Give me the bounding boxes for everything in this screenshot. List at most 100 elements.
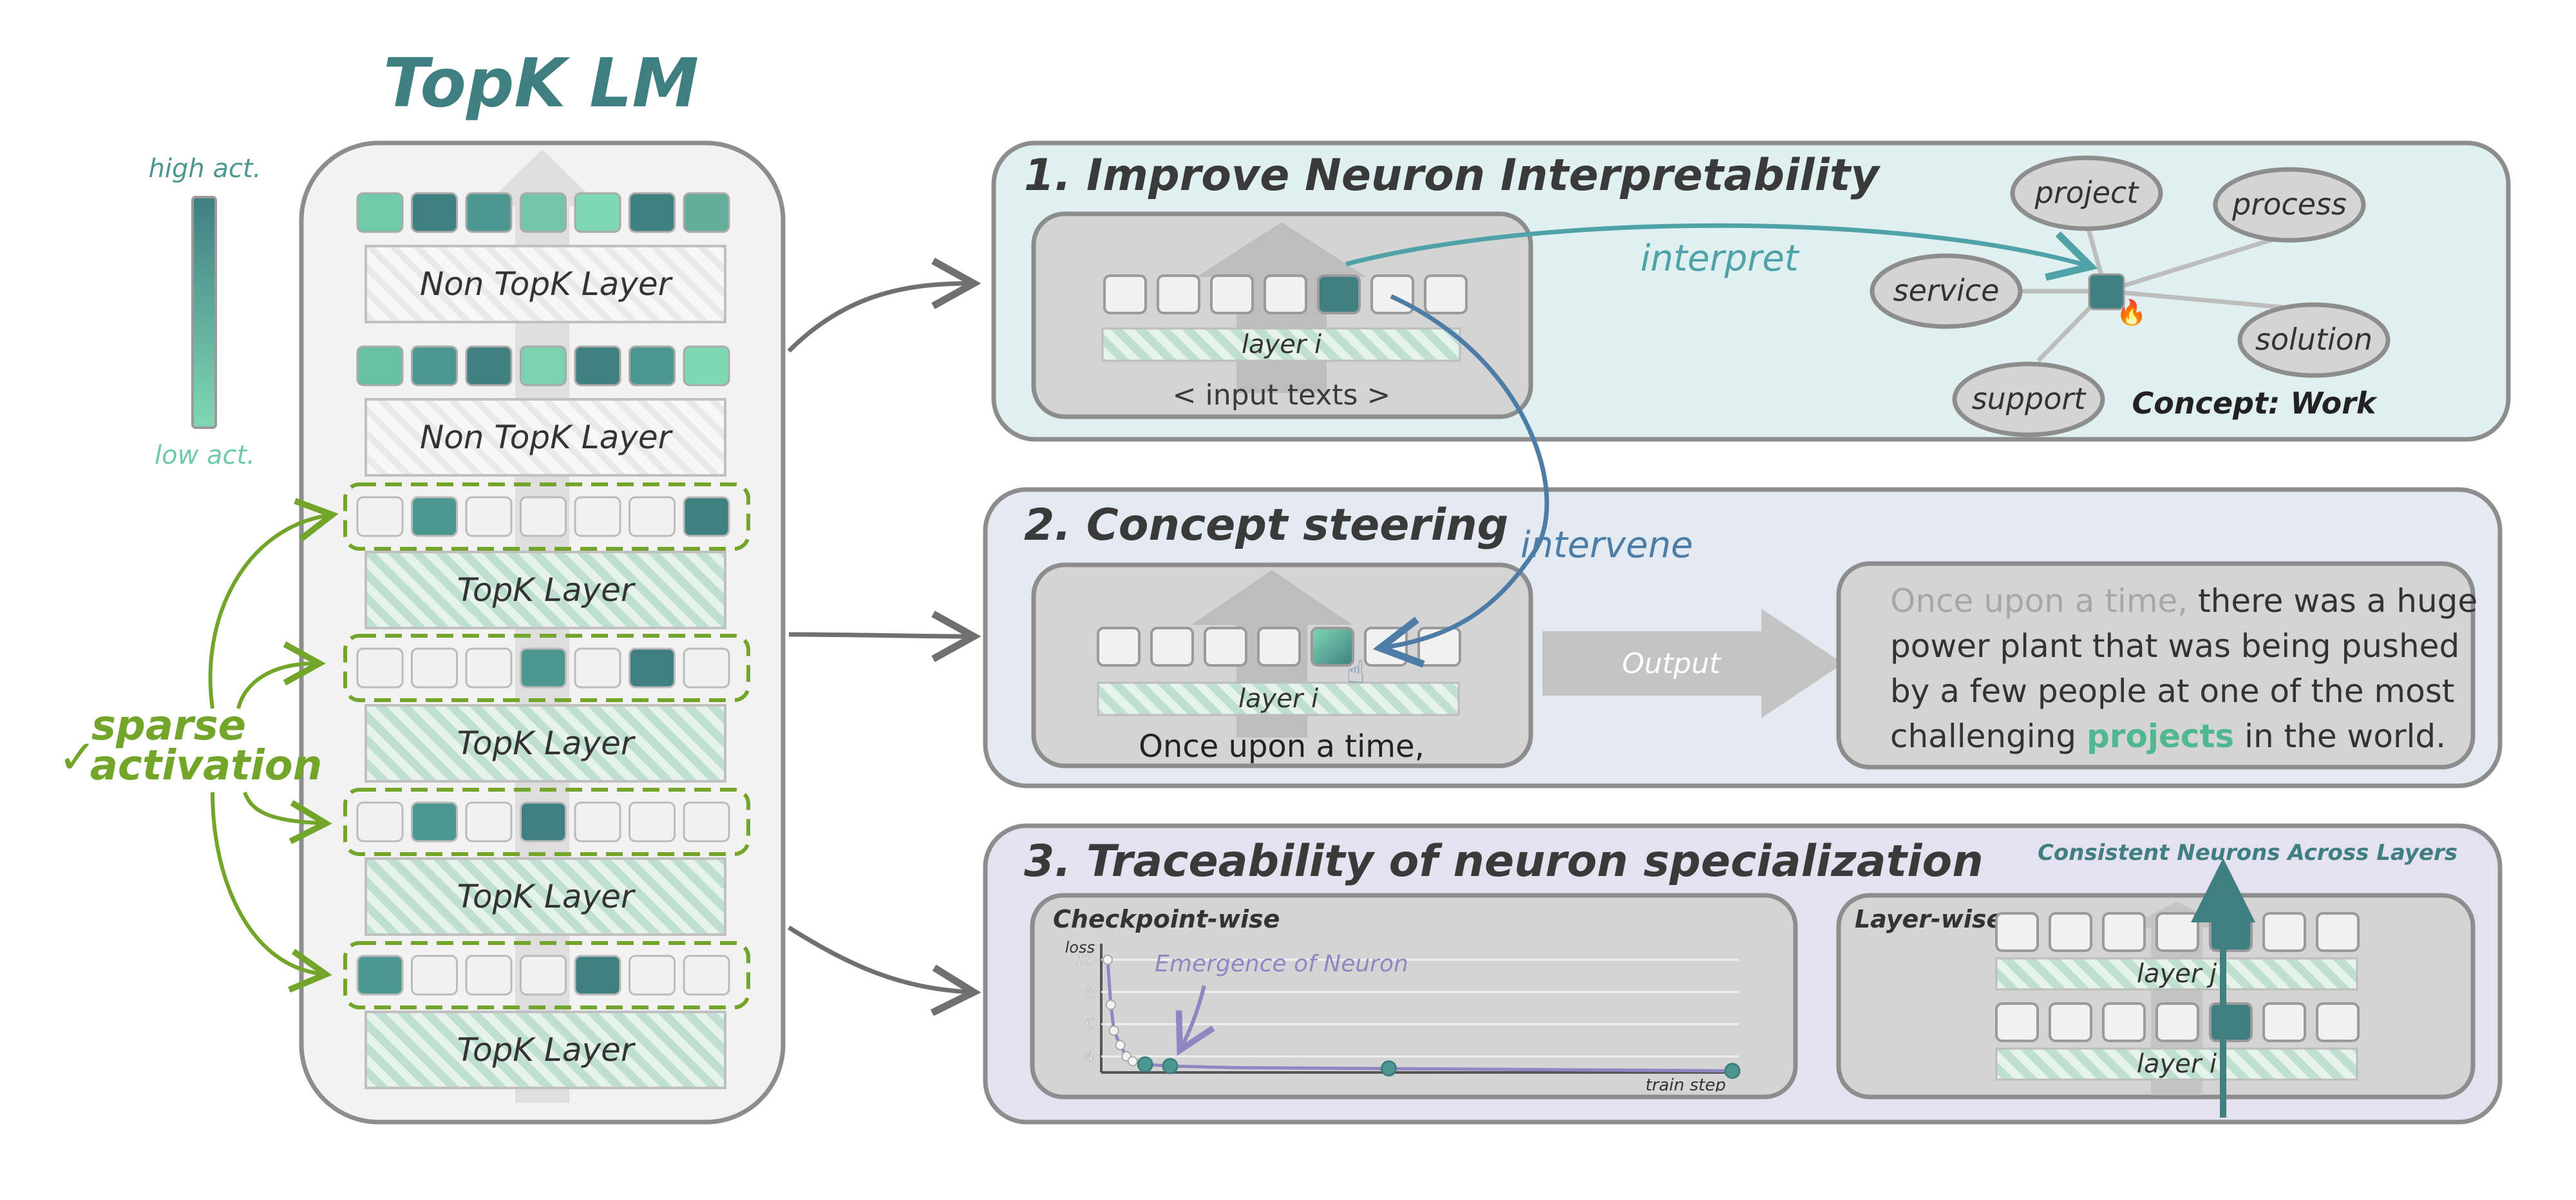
- y-tick-label: 8: [1085, 983, 1095, 1001]
- active-neuron: [520, 801, 567, 843]
- activation-label: activation: [90, 742, 323, 790]
- inactive-neuron: [2049, 912, 2092, 952]
- inactive-neuron: [1204, 627, 1247, 667]
- dense-neuron: [683, 192, 730, 233]
- active-neuron: [683, 496, 730, 537]
- inactive-neuron: [629, 801, 676, 843]
- layerwise-title: Layer-wise: [1855, 905, 2003, 933]
- sparse-row-highlight: [343, 634, 750, 702]
- svg-text:process: process: [2231, 187, 2347, 222]
- layer-label: TopK Layer: [457, 878, 636, 915]
- layerwise-neuron-row-bottom: [1995, 1002, 2360, 1042]
- active-neuron: [2209, 912, 2253, 952]
- active-neuron: [411, 496, 458, 537]
- layerwise-neuron-row-top: [1995, 912, 2360, 952]
- inactive-neuron: [2155, 912, 2199, 952]
- loss-x-label: train step: [1645, 1076, 1726, 1095]
- inactive-neuron: [411, 647, 458, 689]
- checkpoint-title: Checkpoint-wise: [1053, 905, 1280, 933]
- sparse-arrow-3: [243, 791, 332, 844]
- y-tick-label: 4: [1085, 1047, 1095, 1065]
- output-highlight-word: projects: [2087, 718, 2234, 755]
- output-arrow: [1542, 609, 1843, 718]
- output-line4-pre: challenging: [1890, 718, 2087, 755]
- svg-text:project: project: [2034, 175, 2140, 210]
- svg-text:service: service: [1893, 273, 2000, 308]
- concept-neuron: [2088, 273, 2125, 310]
- layer-j-label: layer j: [2137, 959, 2217, 989]
- inactive-neuron: [1264, 274, 1307, 314]
- y-tick-label: 10: [1075, 951, 1095, 969]
- inactive-neuron: [1257, 627, 1301, 667]
- y-tick-label: 6: [1085, 1015, 1095, 1033]
- neuron-emergence-point: [1137, 1056, 1153, 1072]
- intervene-label: intervene: [1520, 524, 1693, 566]
- legend-gradient-bar: [191, 196, 217, 429]
- svg-text:Once upon a time, there was a: Once upon a time, there was a huge: [1890, 582, 2477, 620]
- inactive-neuron: [2102, 912, 2146, 952]
- panel1-layer-label: layer i: [1242, 330, 1321, 359]
- active-neuron: [2209, 1002, 2253, 1042]
- dense-neuron: [520, 192, 567, 233]
- interpret-label: interpret: [1640, 238, 1800, 280]
- connector-to-panel2: [788, 611, 981, 662]
- loss-y-ticks: 4 6 8 10: [1075, 951, 1095, 1066]
- inactive-neuron: [2049, 1002, 2092, 1042]
- topk-layer: [365, 1011, 726, 1089]
- panel1-neuron-row: [1103, 274, 1468, 314]
- sparse-arrow-4: [211, 792, 332, 993]
- inactive-neuron: [2316, 912, 2360, 952]
- inactive-neuron: [465, 955, 513, 996]
- concept-label: Concept: Work: [2132, 386, 2377, 421]
- panel2-title: 2. Concept steering: [1024, 500, 1508, 551]
- output-text: Once upon a time, there was a huge power…: [1890, 582, 2477, 755]
- active-neuron: [1311, 627, 1354, 667]
- panel1-title: 1. Improve Neuron Interpretability: [1024, 150, 1881, 201]
- loss-point: [1127, 1056, 1138, 1067]
- inactive-neuron: [1157, 274, 1200, 314]
- inactive-neuron: [356, 647, 404, 689]
- inactive-neuron: [2262, 1002, 2306, 1042]
- inactive-neuron: [356, 801, 404, 843]
- non-topk-layer: [365, 245, 726, 323]
- model-title: TopK LM: [383, 44, 699, 122]
- active-neuron: [574, 955, 621, 996]
- inactive-neuron: [411, 955, 458, 996]
- dense-neuron: [356, 345, 404, 386]
- loss-point: [1108, 1025, 1119, 1036]
- layerwise-flow-arrow: [2125, 902, 2228, 1095]
- layer-j-bar: [1995, 957, 2358, 991]
- loss-point: [1115, 1040, 1126, 1051]
- inactive-neuron: [1103, 274, 1147, 314]
- sparse-label: sparse: [91, 702, 246, 750]
- output-line4-post: in the world.: [2234, 718, 2446, 755]
- panel2-neuron-row: [1097, 627, 1461, 667]
- inactive-neuron: [1097, 627, 1141, 667]
- activation-legend: high act. low act.: [149, 154, 261, 470]
- dense-neuron: [574, 345, 621, 386]
- layer-label: TopK Layer: [457, 571, 636, 609]
- dense-neuron: [411, 192, 458, 233]
- inactive-neuron: [1424, 274, 1468, 314]
- dense-neuron: [465, 192, 513, 233]
- inactive-neuron: [2155, 1002, 2199, 1042]
- output-text-box: [1836, 561, 2476, 770]
- panel-interpretability: 1. Improve Neuron Interpretability layer…: [991, 140, 2511, 442]
- panel2-layer-bar: [1097, 681, 1460, 716]
- svg-text:challenging projects in the wo: challenging projects in the world.: [1890, 718, 2446, 755]
- inactive-neuron: [574, 496, 621, 537]
- connector-to-panel1: [787, 258, 981, 353]
- inactive-neuron: [2262, 912, 2306, 952]
- dense-neuron: [465, 345, 513, 386]
- dense-neuron: [574, 192, 621, 233]
- dense-neuron: [520, 345, 567, 386]
- active-neuron: [520, 647, 567, 689]
- pointer-hand-icon: ☝: [1346, 654, 1365, 690]
- emergence-label: Emergence of Neuron: [1155, 951, 1408, 977]
- inactive-neuron: [574, 801, 621, 843]
- concept-word-support: support: [1952, 361, 2105, 437]
- panel-concept-steering: 2. Concept steering layer i Once upon a …: [983, 294, 2503, 788]
- inactive-neuron: [520, 496, 567, 537]
